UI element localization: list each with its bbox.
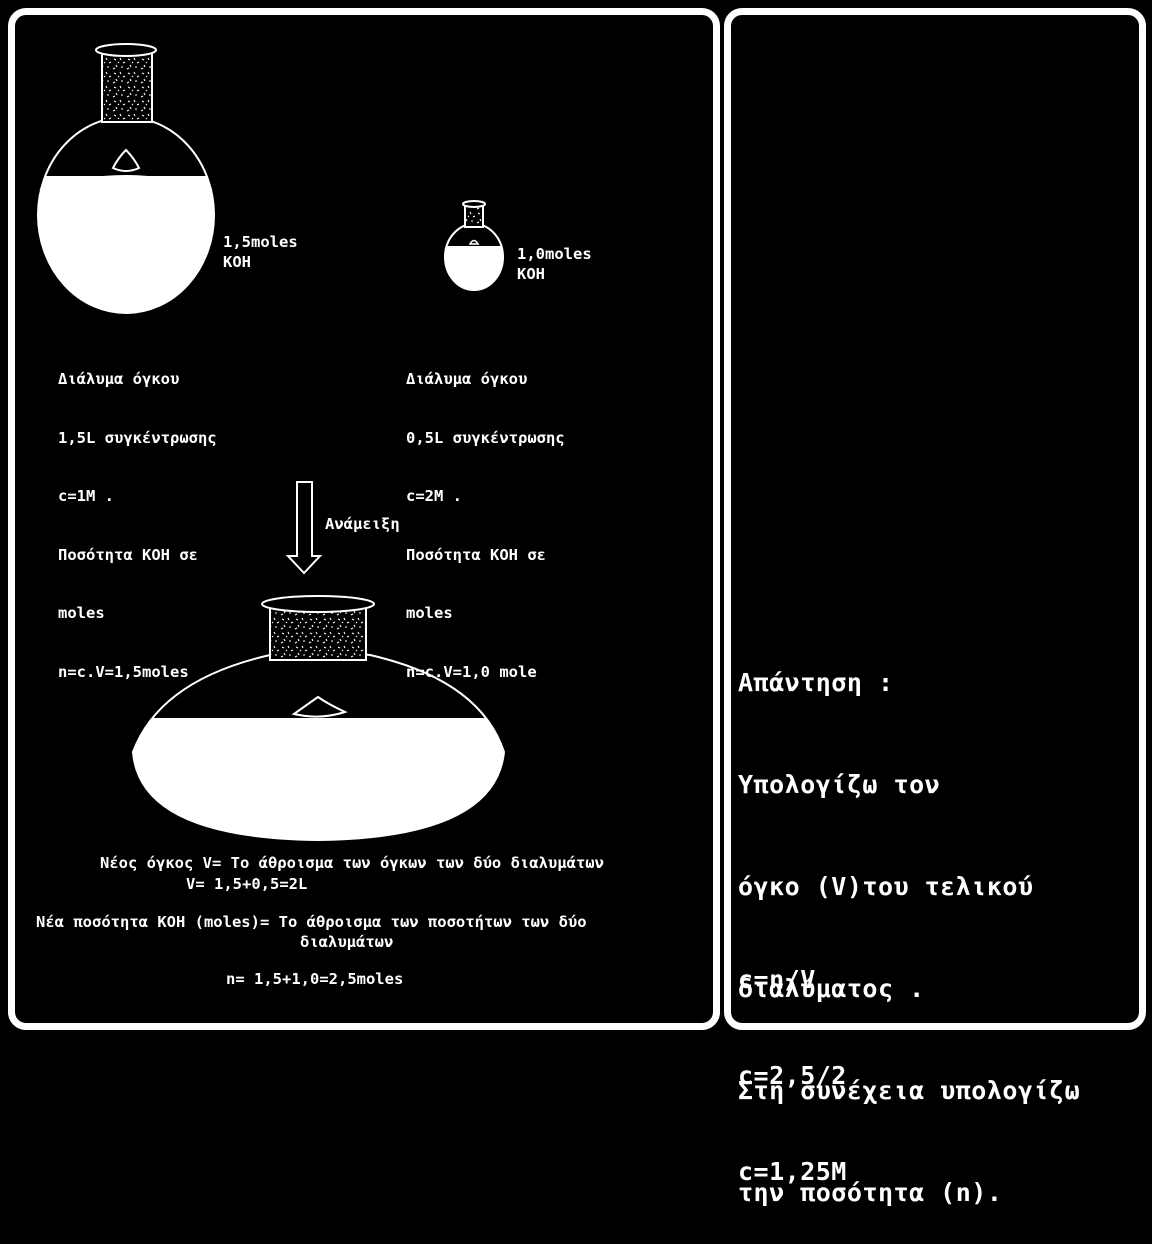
- result-text: c=n/V c=2,5/2 c=1,25M: [738, 900, 847, 1220]
- result-formula: c=n/V: [738, 965, 816, 994]
- mixing-arrow: [285, 481, 323, 575]
- large-flask-substance: KOH: [223, 252, 251, 271]
- solution1-line: moles: [58, 604, 105, 622]
- solution2-line: n=c.V=1,0 mole: [406, 662, 537, 681]
- answer-line: διαλύματος .: [738, 974, 925, 1003]
- new-amount-line2: διαλυμάτων: [300, 933, 394, 951]
- answer-line: Απάντηση :: [738, 668, 894, 697]
- diagram-drawing: [37, 43, 506, 842]
- right-panel: [724, 8, 1146, 1030]
- answer-line: Υπολογίζω τον: [738, 770, 941, 799]
- solution1-text: Διάλυμα όγκου 1,5L συγκέντρωσης c=1M . Π…: [58, 331, 217, 702]
- new-volume-calc: V= 1,5+0,5=2L: [186, 875, 308, 893]
- new-amount-line: Νέα ποσότητα KOH (moles)= Το άθροισμα τω…: [36, 913, 587, 931]
- result-substitution: c=2,5/2: [738, 1061, 847, 1090]
- result-value: c=1,25M: [738, 1157, 847, 1186]
- small-flask-substance: KOH: [517, 264, 545, 283]
- solution2-line: Ποσότητα KOH σε: [406, 545, 546, 564]
- mixing-label: Ανάμειξη: [325, 515, 400, 533]
- solution1-line: c=1M .: [58, 487, 114, 505]
- solution1-line: 1,5L συγκέντρωσης: [58, 428, 217, 447]
- solution2-line: moles: [406, 604, 453, 622]
- solution1-line: n=c.V=1,5moles: [58, 662, 189, 681]
- mixed-flask: [131, 595, 506, 842]
- small-flask: [444, 200, 504, 291]
- large-flask: [37, 43, 215, 314]
- solution2-line: Διάλυμα όγκου: [406, 370, 528, 388]
- large-flask-moles: 1,5moles: [223, 233, 298, 251]
- solution1-line: Διάλυμα όγκου: [58, 370, 180, 388]
- solution1-line: Ποσότητα KOH σε: [58, 545, 198, 564]
- new-volume-line: Νέος όγκος V= Το άθροισμα των όγκων των …: [100, 854, 604, 872]
- solution2-line: 0,5L συγκέντρωσης: [406, 428, 565, 447]
- new-amount-calc: n= 1,5+1,0=2,5moles: [226, 970, 404, 988]
- solution2-line: c=2M .: [406, 487, 462, 505]
- solution2-text: Διάλυμα όγκου 0,5L συγκέντρωσης c=2M . Π…: [406, 331, 565, 702]
- small-flask-moles: 1,0moles: [517, 245, 592, 263]
- answer-line: όγκο (V)του τελικού: [738, 872, 1034, 901]
